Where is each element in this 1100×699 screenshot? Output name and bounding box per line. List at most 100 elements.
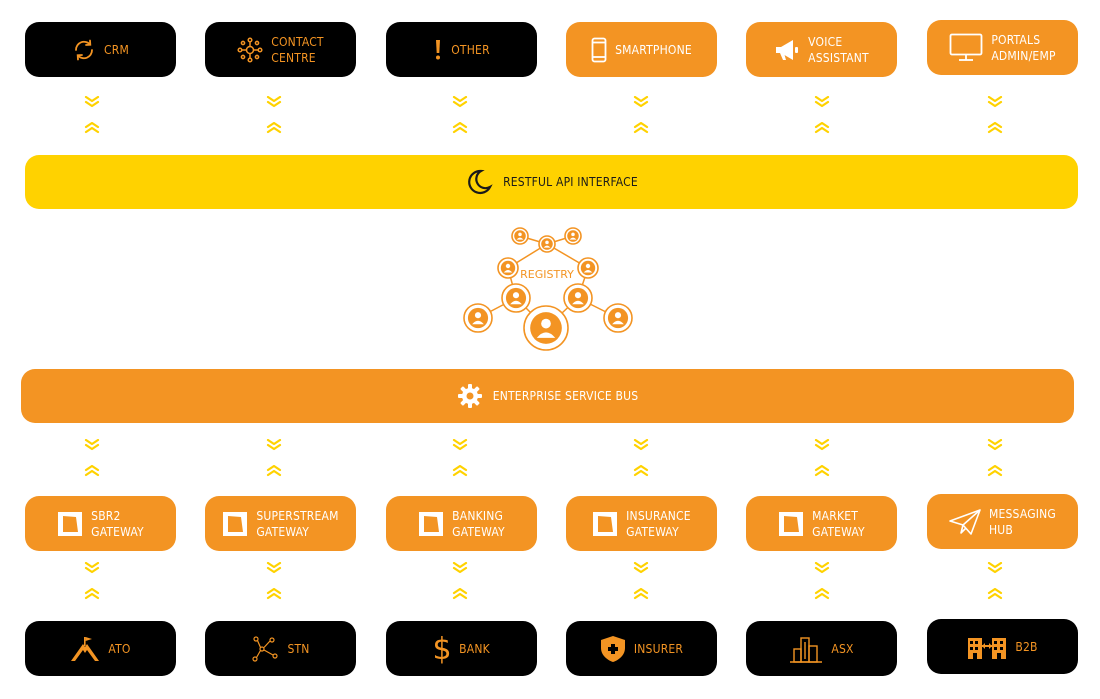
chevron-up-icon — [987, 119, 1003, 134]
gateway-icon — [57, 511, 83, 537]
endpoint-b2b[interactable]: B2B — [927, 619, 1078, 674]
endpoint-label: ATO — [108, 641, 131, 656]
chevron-up-icon — [84, 585, 100, 600]
endpoint-insurer[interactable]: INSURER — [566, 621, 717, 676]
chevron-down-icon — [84, 436, 100, 451]
chevron-down-icon — [987, 436, 1003, 451]
dollar-icon: $ — [433, 633, 451, 665]
gateway-label: SBR2 GATEWAY — [91, 508, 144, 539]
channel-portals[interactable]: PORTALS ADMIN/EMP — [927, 20, 1078, 75]
channel-label: CRM — [104, 42, 129, 57]
building-icon — [789, 635, 823, 663]
channel-contact-centre[interactable]: CONTACT CENTRE — [205, 22, 356, 77]
registry-person-node — [577, 257, 599, 279]
refresh-icon — [72, 39, 96, 61]
chevron-up-icon — [633, 119, 649, 134]
registry-person-node — [511, 227, 529, 245]
chevron-up-icon — [84, 119, 100, 134]
chevron-up-icon — [266, 119, 282, 134]
chevron-up-icon — [987, 585, 1003, 600]
gateway-insurance[interactable]: INSURANCE GATEWAY — [566, 496, 717, 551]
registry-person-node — [564, 227, 582, 245]
gateway-label: INSURANCE GATEWAY — [626, 508, 691, 539]
megaphone-icon — [774, 38, 800, 62]
chevron-down-icon — [266, 559, 282, 574]
registry-network: REGISTRY — [458, 222, 634, 354]
gateway-sbr2[interactable]: SBR2 GATEWAY — [25, 496, 176, 551]
registry-person-node — [538, 235, 556, 253]
registry-person-node — [463, 303, 493, 333]
paper-plane-icon — [949, 508, 981, 535]
chevron-up-icon — [266, 462, 282, 477]
gateway-icon — [592, 511, 618, 537]
chevron-down-icon — [84, 93, 100, 108]
chevron-down-icon — [452, 93, 468, 108]
exclamation-icon — [433, 39, 443, 61]
gateway-label: SUPERSTREAM GATEWAY — [256, 508, 339, 539]
registry-person-node — [603, 303, 633, 333]
registry-person-node — [523, 305, 569, 351]
channel-label: SMARTPHONE — [615, 42, 692, 57]
chevron-up-icon — [452, 585, 468, 600]
channel-smartphone[interactable]: SMARTPHONE — [566, 22, 717, 77]
endpoint-bank[interactable]: $ BANK — [386, 621, 537, 676]
channel-label: VOICE ASSISTANT — [808, 34, 869, 65]
monitor-icon — [949, 33, 983, 63]
service-bus-bar[interactable]: ENTERPRISE SERVICE BUS — [21, 369, 1074, 423]
chevron-up-icon — [814, 462, 830, 477]
summit-flag-icon — [70, 636, 100, 662]
channel-crm[interactable]: CRM — [25, 22, 176, 77]
chevron-down-icon — [814, 559, 830, 574]
endpoint-ato[interactable]: ATO — [25, 621, 176, 676]
gateway-icon — [418, 511, 444, 537]
gateway-label: MESSAGING HUB — [988, 506, 1057, 537]
smartphone-icon — [591, 37, 607, 63]
gateway-superstream[interactable]: SUPERSTREAM GATEWAY — [205, 496, 356, 551]
channel-label: PORTALS ADMIN/EMP — [991, 32, 1056, 63]
gateway-label: MARKET GATEWAY — [812, 508, 865, 539]
chevron-down-icon — [814, 93, 830, 108]
chevron-up-icon — [452, 119, 468, 134]
chevron-up-icon — [814, 119, 830, 134]
chevron-down-icon — [987, 93, 1003, 108]
registry-person-node — [563, 283, 593, 313]
registry-person-node — [501, 283, 531, 313]
people-network-icon: REGISTRY — [463, 227, 633, 351]
endpoint-stn[interactable]: STN — [205, 621, 356, 676]
endpoint-asx[interactable]: ASX — [746, 621, 897, 676]
endpoint-label: BANK — [459, 641, 490, 656]
gateway-messaging-hub[interactable]: MESSAGING HUB — [927, 494, 1078, 549]
chevron-up-icon — [452, 462, 468, 477]
endpoint-label: STN — [287, 641, 310, 656]
api-interface-bar[interactable]: RESTFUL API INTERFACE — [25, 155, 1078, 209]
channel-label: OTHER — [451, 42, 490, 57]
gateway-label: BANKING GATEWAY — [452, 508, 505, 539]
channel-label: CONTACT CENTRE — [271, 34, 324, 65]
chevron-down-icon — [452, 436, 468, 451]
moon-icon — [465, 168, 493, 196]
gateway-market[interactable]: MARKET GATEWAY — [746, 496, 897, 551]
gear-icon — [457, 383, 483, 409]
endpoint-label: INSURER — [633, 641, 684, 656]
channel-voice-assistant[interactable]: VOICE ASSISTANT — [746, 22, 897, 77]
chevron-down-icon — [633, 93, 649, 108]
chevron-up-icon — [84, 462, 100, 477]
chevron-up-icon — [987, 462, 1003, 477]
shield-plus-icon — [600, 635, 626, 663]
api-interface-label: RESTFUL API INTERFACE — [503, 175, 638, 189]
gateway-banking[interactable]: BANKING GATEWAY — [386, 496, 537, 551]
chevron-up-icon — [633, 462, 649, 477]
buildings-exchange-icon — [967, 634, 1007, 660]
chevron-down-icon — [633, 559, 649, 574]
channel-other[interactable]: OTHER — [386, 22, 537, 77]
gateway-icon — [222, 511, 248, 537]
endpoint-label: B2B — [1015, 639, 1038, 654]
chevron-down-icon — [987, 559, 1003, 574]
chevron-down-icon — [452, 559, 468, 574]
chevron-up-icon — [266, 585, 282, 600]
gateway-icon — [778, 511, 804, 537]
chevron-up-icon — [633, 585, 649, 600]
route-nodes-icon — [251, 635, 279, 663]
chevron-down-icon — [266, 93, 282, 108]
chevron-down-icon — [84, 559, 100, 574]
